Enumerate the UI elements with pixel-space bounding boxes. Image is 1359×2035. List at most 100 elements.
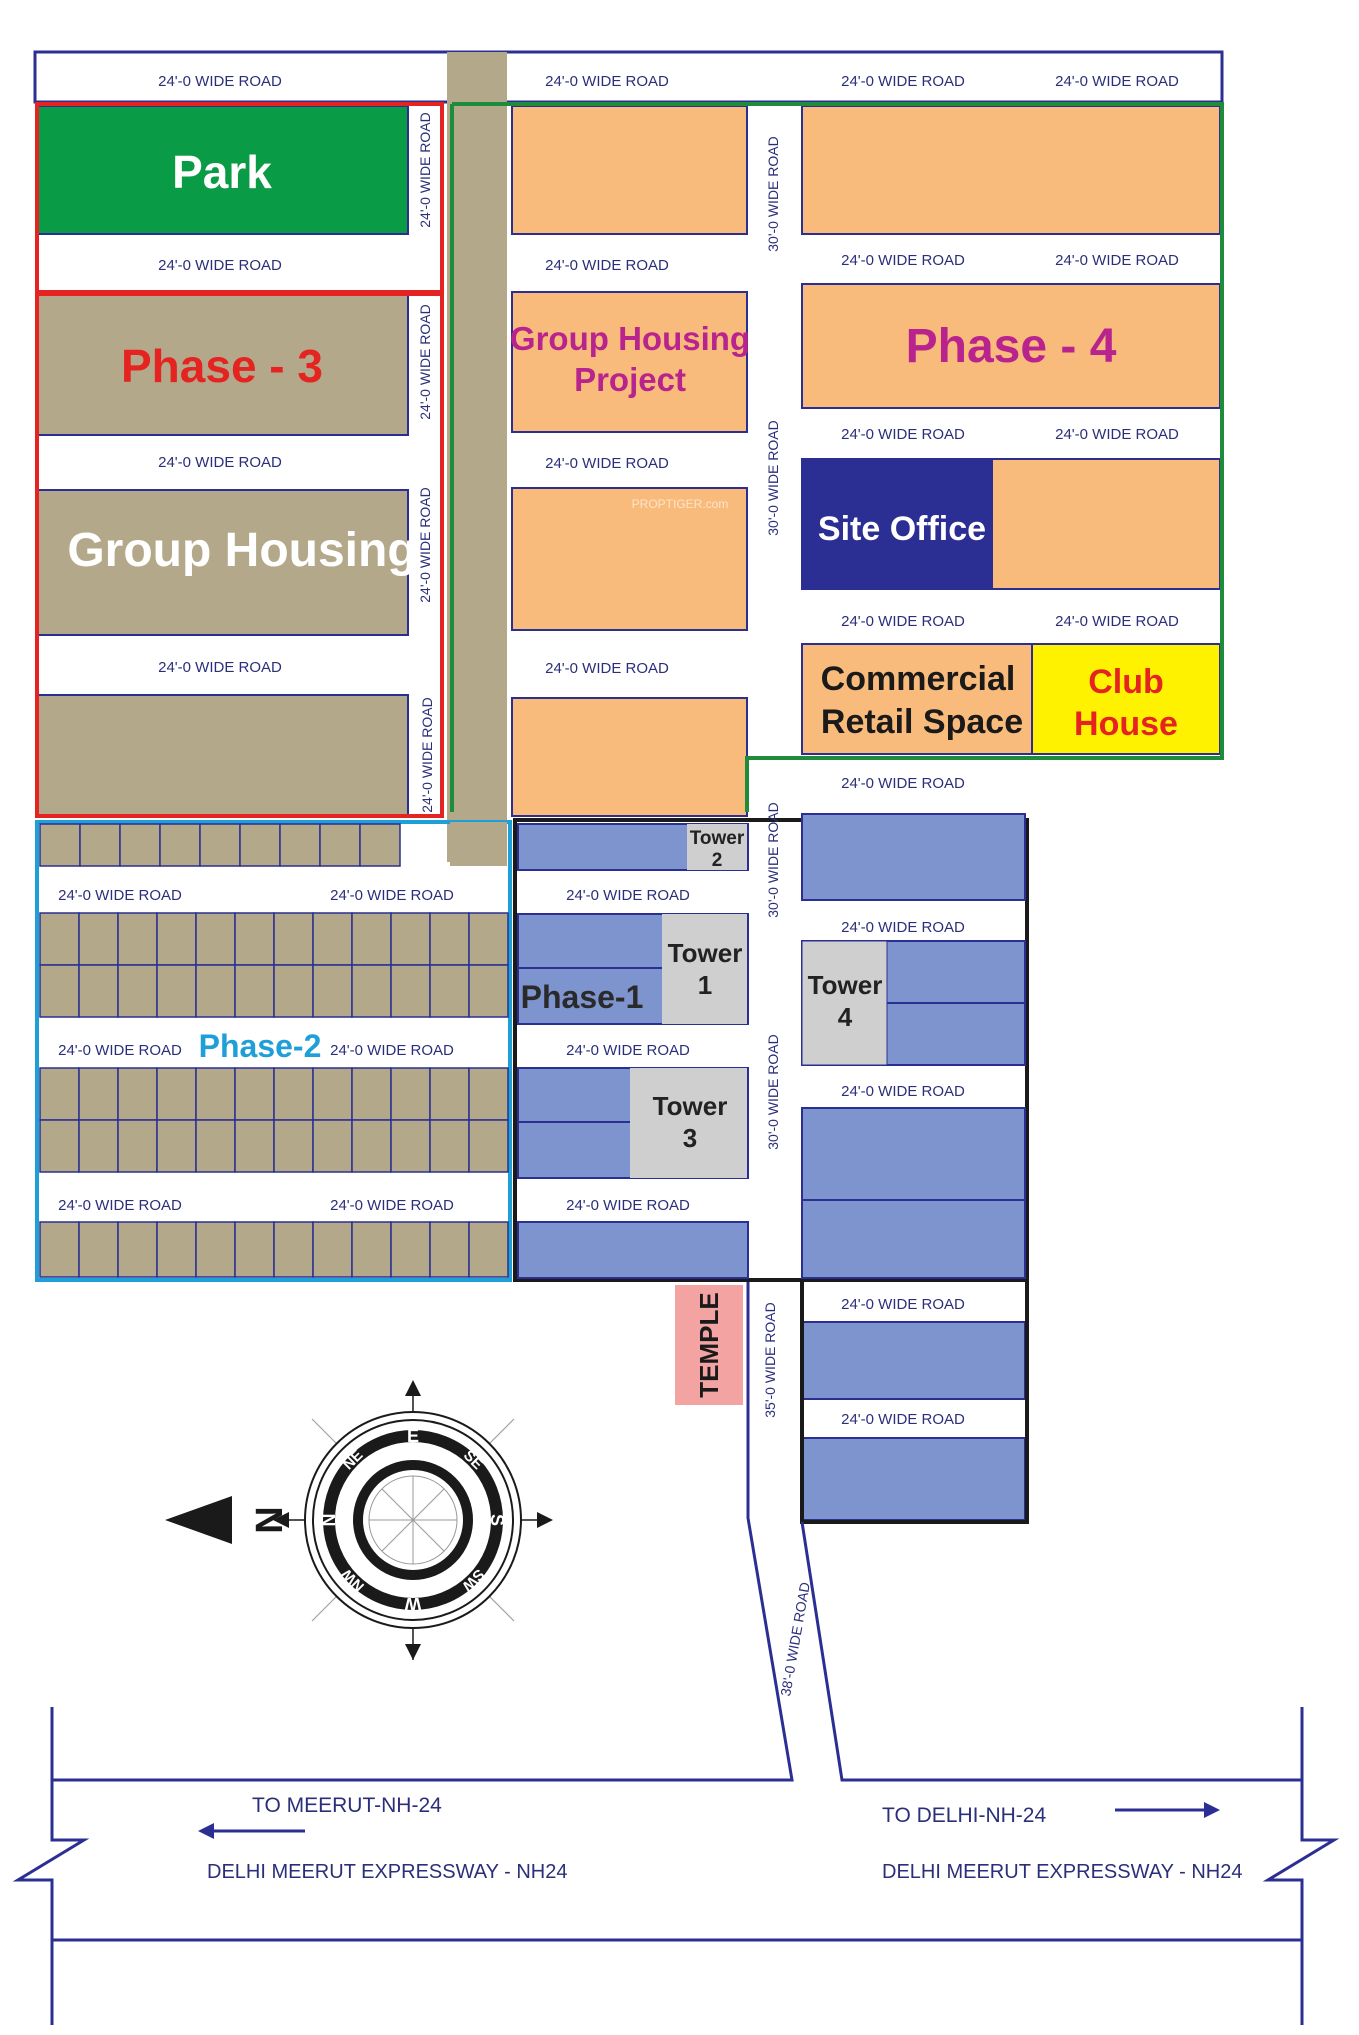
tower2-box (687, 824, 747, 870)
phase2-plot (79, 823, 121, 867)
club-label-1: Club (1088, 663, 1164, 701)
phase2-plot (117, 1119, 158, 1173)
phase2-label: Phase-2 (199, 1028, 322, 1064)
road-label-vertical: 38'-0 WIDE ROAD (777, 1581, 813, 1698)
club-house-plot (1031, 643, 1221, 755)
commercial-label-1: Commercial (821, 660, 1016, 698)
road-label: 24'-0 WIDE ROAD (841, 426, 965, 443)
blue-plot-right-5 (801, 1437, 1026, 1521)
compass-direction-arrow (405, 1644, 421, 1660)
tower3-label-b: 3 (683, 1123, 697, 1153)
phase2-plot (156, 964, 197, 1018)
orange-plot-3 (511, 487, 748, 631)
phase2-plot (429, 1067, 470, 1121)
phase2-plot (273, 1119, 314, 1173)
phase1-outline (513, 818, 1029, 1282)
road-label: 24'-0 WIDE ROAD (545, 73, 669, 90)
road-label: 24'-0 WIDE ROAD (158, 454, 282, 471)
phase4-label: Phase - 4 (906, 320, 1117, 373)
temple-label: TEMPLE (694, 1292, 724, 1397)
tower4-label-b: 4 (838, 1002, 853, 1032)
tower2-label-a: Tower (690, 828, 745, 849)
compass-label-w: W (405, 1594, 422, 1614)
tower1-label-b: 1 (698, 970, 712, 1000)
compass-ring (312, 1419, 514, 1621)
phase2-plot (234, 964, 275, 1018)
road-label: 24'-0 WIDE ROAD (841, 775, 965, 792)
road-label: 24'-0 WIDE ROAD (330, 887, 454, 904)
group-housing-project-label-1: Group Housing (510, 320, 750, 357)
phase2-plot (78, 912, 119, 966)
tower2-label-b: 2 (712, 850, 723, 871)
top-road-strip (33, 50, 1224, 104)
road-label: 24'-0 WIDE ROAD (545, 455, 669, 472)
road-label: 24'-0 WIDE ROAD (158, 73, 282, 90)
road-label-vertical: 24'-0 WIDE ROAD (417, 112, 433, 227)
phase2-plot (199, 823, 241, 867)
phase2-plot (429, 1119, 470, 1173)
road-label: 24'-0 WIDE ROAD (566, 1042, 690, 1059)
phase2-plot (78, 1067, 119, 1121)
phase2-plot (39, 964, 80, 1018)
phase2-plot (351, 1221, 392, 1278)
road-label-vertical: 24'-0 WIDE ROAD (419, 697, 435, 812)
road-label-vertical: 30'-0 WIDE ROAD (765, 802, 781, 917)
phase2-plot (39, 1067, 80, 1121)
phase2-plot (319, 823, 361, 867)
khaki-stub (450, 822, 507, 866)
road-label: 24'-0 WIDE ROAD (841, 919, 965, 936)
phase2-plot (78, 1119, 119, 1173)
road-label: 24'-0 WIDE ROAD (566, 1197, 690, 1214)
phase1-label: Phase-1 (521, 979, 644, 1015)
phase2-plot (468, 1119, 509, 1173)
road-label: 24'-0 WIDE ROAD (841, 1296, 965, 1313)
phase2-plot (234, 1221, 275, 1278)
phase2-plot (279, 823, 321, 867)
phase2-plot (312, 1221, 353, 1278)
compass-spoke (381, 1488, 414, 1521)
phase2-plot (273, 1221, 314, 1278)
site-office-label: Site Office (818, 510, 986, 548)
phase2-plot (273, 912, 314, 966)
road-label-vertical: 35'-0 WIDE ROAD (762, 1302, 778, 1417)
road-label: 24'-0 WIDE ROAD (841, 1411, 965, 1428)
phase2-plot (39, 912, 80, 966)
highway-left-break (12, 1707, 90, 2025)
road-label: 24'-0 WIDE ROAD (545, 257, 669, 274)
phase2-plot (156, 1119, 197, 1173)
phase2-plot (312, 964, 353, 1018)
phase2-plot (359, 823, 401, 867)
road-label: 24'-0 WIDE ROAD (330, 1197, 454, 1214)
phase2-plot (195, 1119, 236, 1173)
tower1-label-a: Tower (668, 938, 743, 968)
road-label-vertical: 30'-0 WIDE ROAD (765, 420, 781, 535)
phase2-plot (117, 964, 158, 1018)
phase2-plot (390, 912, 431, 966)
phase2-plot (468, 964, 509, 1018)
phase2-plot (390, 1119, 431, 1173)
phase2-plot (312, 1119, 353, 1173)
orange-plot-right-3 (991, 458, 1221, 590)
blue-plot-right-1 (801, 813, 1026, 901)
road-label-vertical: 30'-0 WIDE ROAD (765, 1034, 781, 1149)
phase2-plot (156, 1067, 197, 1121)
phase4-green-outline (452, 102, 1224, 812)
phase2-plot (273, 964, 314, 1018)
tower1-box (662, 914, 747, 1024)
phase2-plot (390, 1067, 431, 1121)
road-label: 24'-0 WIDE ROAD (58, 1197, 182, 1214)
compass-label-e: E (407, 1426, 419, 1446)
phase2-plot (234, 1119, 275, 1173)
phase2-plot (390, 964, 431, 1018)
phase2-plot (234, 912, 275, 966)
to-meerut-label: TO MEERUT-NH-24 (252, 1794, 442, 1817)
compass-label-n: N (319, 1514, 339, 1527)
phase2-plot (351, 1067, 392, 1121)
phase2-plot (429, 912, 470, 966)
to-delhi-arrowhead (1204, 1802, 1220, 1818)
road-label-vertical: 30'-0 WIDE ROAD (765, 136, 781, 251)
phase4-plot (801, 283, 1221, 409)
phase2-plot (78, 964, 119, 1018)
road-label: 24'-0 WIDE ROAD (58, 1042, 182, 1059)
